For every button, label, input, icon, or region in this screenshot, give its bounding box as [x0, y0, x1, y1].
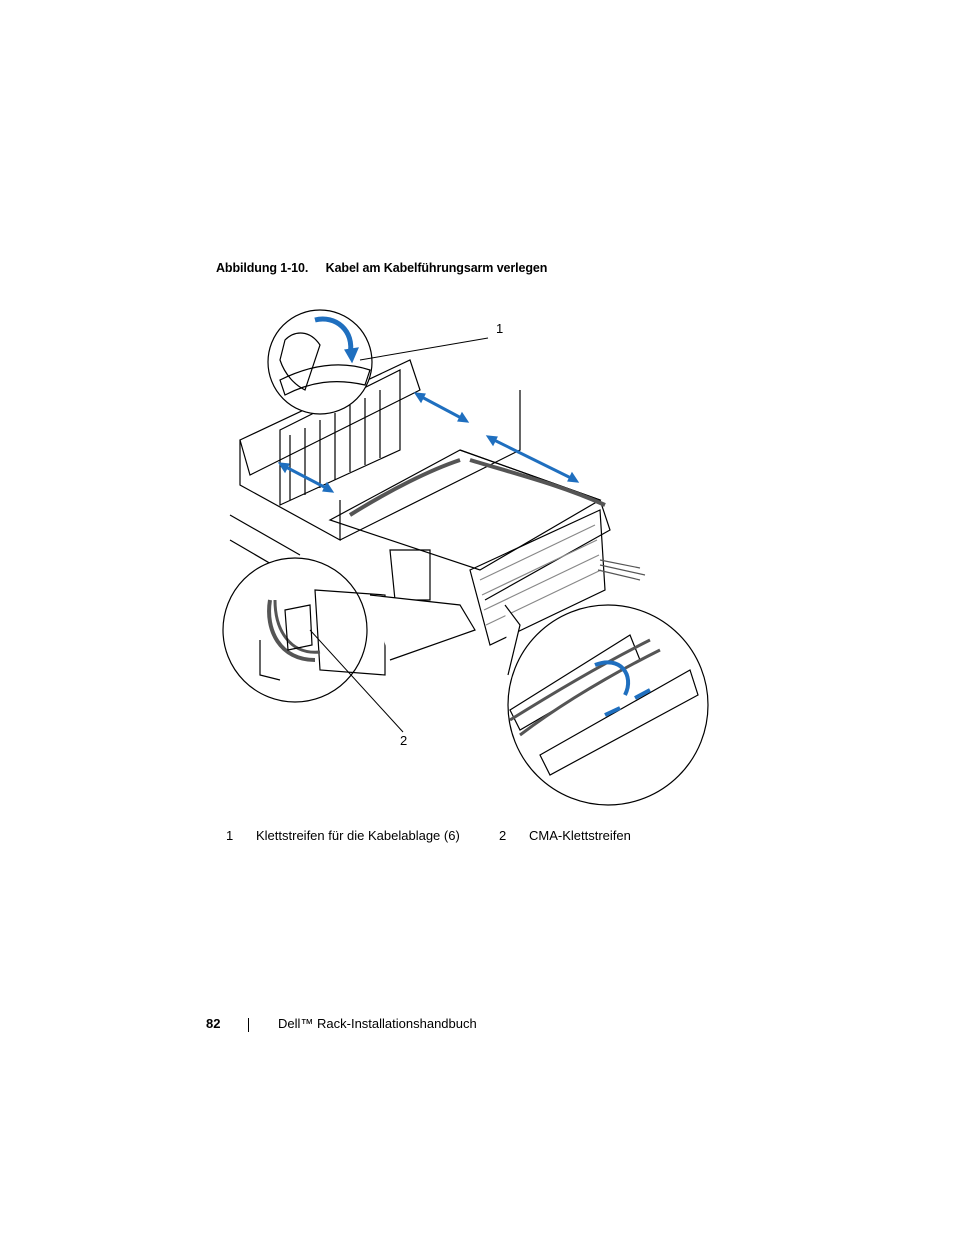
cable-management-arm [328, 449, 602, 571]
leader-line-1 [359, 337, 489, 361]
leader-line-2 [309, 629, 404, 733]
detail-circle-velcro-strap [507, 604, 709, 806]
double-arrow [417, 393, 466, 422]
cable-routing-illustration: 1 2 [222, 309, 709, 806]
book-title: Dell™ Rack-Installationshandbuch [278, 1016, 477, 1031]
figure-title: Kabel am Kabelführungsarm verlegen [325, 261, 548, 275]
legend-number-1: 1 [226, 828, 234, 843]
legend-number-2: 2 [499, 828, 507, 843]
callout-2: 2 [400, 733, 407, 748]
figure-number: Abbildung 1-10. [216, 261, 309, 275]
detail-circle-cma-velcro [222, 557, 368, 703]
detail-circle-velcro-tray [267, 309, 373, 415]
legend-text-2: CMA-Klettstreifen [529, 828, 631, 843]
cable-tray [469, 509, 606, 646]
legend-text-1: Klettstreifen für die Kabelablage (6) [256, 828, 460, 843]
callout-1: 1 [496, 321, 503, 336]
footer-separator [248, 1018, 249, 1032]
page-number: 82 [206, 1016, 221, 1031]
figure-caption: Abbildung 1-10. Kabel am Kabelführungsar… [216, 261, 547, 275]
